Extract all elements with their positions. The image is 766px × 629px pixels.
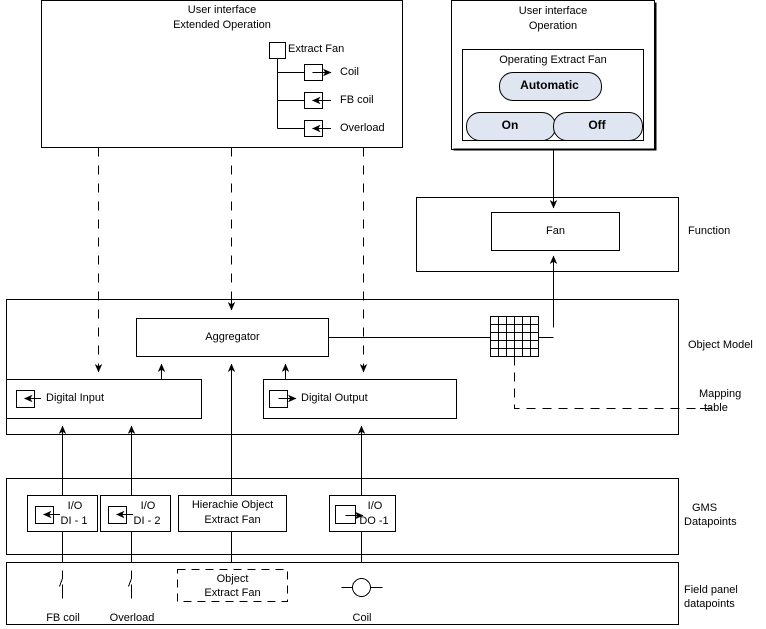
operating-extract-fan-group	[462, 49, 644, 141]
gms-box-do1	[329, 495, 396, 532]
tree-label-coil: Coil	[340, 66, 359, 78]
field-label-coil: Coil	[352, 612, 372, 624]
panel-ui-operation-title-line2: Operation	[528, 20, 578, 32]
gms-di2-line2: DI - 2	[133, 515, 161, 527]
block-digital-input-label: Digital Input	[46, 392, 105, 404]
gms-di2-line1: I/O	[140, 500, 156, 512]
on-button[interactable]	[466, 112, 556, 141]
panel-field-datapoints	[6, 562, 679, 625]
off-button-label: Off	[588, 118, 606, 132]
field-object-line1: Object	[216, 573, 249, 585]
mapping-table-callout	[514, 356, 700, 409]
field-label-overload: Overload	[109, 612, 155, 624]
function-block-label: Fan	[546, 225, 565, 237]
mapping-table-label-line1: Mapping	[699, 388, 742, 400]
block-digital-input	[6, 379, 202, 419]
panel-field-label-line2: datapoints	[684, 598, 735, 610]
off-button[interactable]	[553, 112, 643, 141]
gms-box-hierarchy	[178, 495, 287, 532]
on-button-label: On	[501, 118, 519, 132]
gms-di1-line1: I/O	[67, 500, 83, 512]
tree-root-icon	[269, 42, 286, 59]
automatic-button-label: Automatic	[520, 78, 579, 92]
function-block-fan	[491, 212, 620, 251]
panel-field-label-line1: Field panel	[684, 584, 738, 596]
panel-ui-extended-title-line1: User interface	[187, 4, 257, 16]
gms-do1-line2: DO -1	[359, 515, 389, 527]
mapping-table-icon	[490, 316, 539, 357]
gms-box-di2	[100, 495, 171, 532]
panel-gms-label-line2: Datapoints	[684, 516, 737, 528]
block-aggregator-label: Aggregator	[205, 331, 260, 343]
panel-function	[416, 197, 679, 272]
automatic-button[interactable]	[499, 72, 602, 101]
block-digital-output-label: Digital Output	[301, 392, 368, 404]
gms-hierarchy-line2: Extract Fan	[204, 514, 261, 526]
tree-label-fb-coil: FB coil	[340, 94, 374, 106]
tree-root-label: Extract Fan	[288, 43, 345, 55]
panel-ui-extended-title-line2: Extended Operation	[173, 19, 271, 31]
field-dashed-object-box	[177, 569, 288, 602]
operating-extract-fan-caption: Operating Extract Fan	[499, 54, 607, 66]
panel-ui-operation-inner-shadow	[453, 148, 657, 151]
field-symbol-coil	[341, 578, 383, 597]
gms-do1-line1: I/O	[367, 500, 383, 512]
block-digital-output	[263, 379, 457, 419]
panel-function-label: Function	[688, 225, 731, 237]
panel-gms-label-line1: GMS	[692, 502, 718, 514]
field-symbol-fb-coil	[59, 570, 63, 599]
mapping-table-label-line2: table	[704, 402, 728, 414]
field-label-fb-coil: FB coil	[46, 612, 80, 624]
panel-ui-extended-operation	[41, 0, 403, 148]
gms-di1-line2: DI - 1	[60, 515, 88, 527]
panel-object-model	[6, 299, 679, 435]
panel-object-model-label: Object Model	[688, 339, 753, 351]
field-symbol-overload	[128, 570, 132, 599]
field-object-line2: Extract Fan	[204, 587, 261, 599]
gms-hierarchy-line1: Hierachie Object	[191, 499, 274, 511]
tree-label-overload: Overload	[340, 122, 385, 134]
panel-ui-operation-shadow-right	[654, 2, 657, 151]
panel-ui-operation-title-line1: User interface	[518, 5, 588, 17]
panel-gms-datapoints	[6, 478, 679, 555]
